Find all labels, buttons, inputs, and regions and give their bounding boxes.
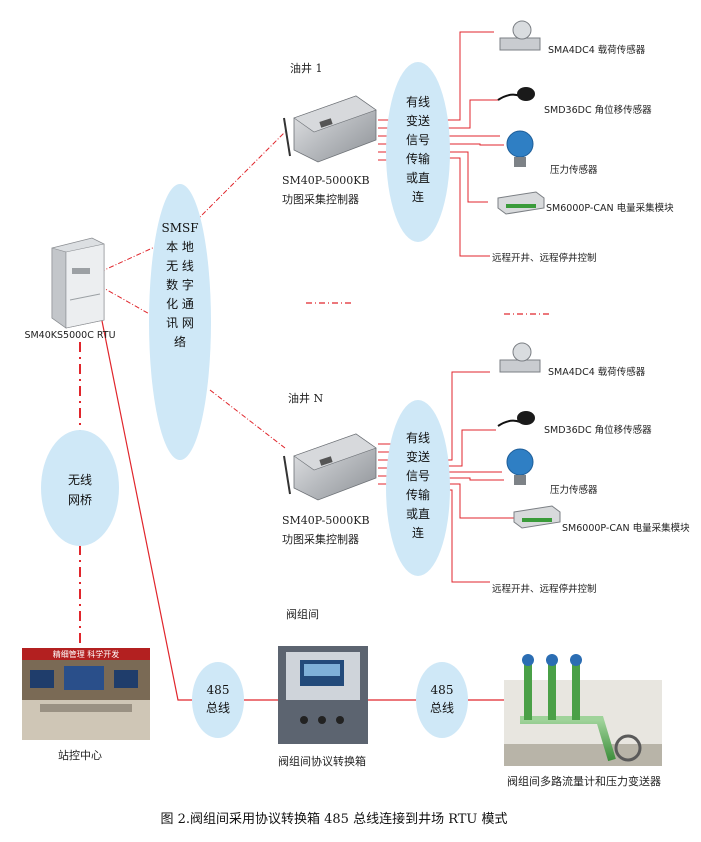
bus-left-text: 485 总线 — [206, 683, 230, 715]
svg-text:连: 连 — [412, 525, 424, 540]
wellN-pressure-sensor-image — [506, 448, 534, 485]
protocol-converter-photo — [278, 646, 368, 744]
svg-text:485: 485 — [431, 683, 454, 697]
wellN-angle-sensor-image — [497, 411, 535, 427]
well1-controller-image — [283, 95, 377, 163]
well1-sensor-angle: SMD36DC 角位移传感器 — [544, 104, 652, 116]
well1-link-text: 有线 变送 信号 传输 或直 连 — [406, 95, 430, 204]
well1-link-bubble — [386, 62, 450, 242]
rtu-bus-line — [96, 295, 192, 701]
svg-text:本 地: 本 地 — [166, 240, 194, 254]
wellN-controller-name: 功图采集控制器 — [282, 532, 359, 546]
wireless-network-text: SMSF 本 地 无 线 数 字 化 通 讯 网 络 — [161, 221, 198, 349]
svg-text:数 字: 数 字 — [166, 277, 194, 292]
wellN-sensor-power: SM6000P-CAN 电量采集模块 — [562, 522, 690, 534]
station-banner: 精细管理 科学开发 — [53, 649, 120, 659]
svg-text:化 通: 化 通 — [166, 297, 194, 311]
meter-label: 阀组间多路流量计和压力变送器 — [507, 774, 661, 788]
wellN-controller-model: SM40P-5000KB — [282, 514, 370, 527]
svg-text:485: 485 — [207, 683, 230, 697]
wellN-title: 油井 N — [288, 391, 323, 405]
wireless-bridge-bubble — [41, 430, 119, 546]
network-well-links — [194, 131, 286, 449]
well1-controller-model: SM40P-5000KB — [282, 174, 370, 187]
svg-text:网桥: 网桥 — [68, 493, 92, 507]
svg-text:变送: 变送 — [406, 113, 430, 128]
wellN-controller-image — [283, 433, 377, 501]
svg-text:有线: 有线 — [406, 95, 430, 109]
wellN-link-text: 有线 变送 信号 传输 或直 连 — [406, 431, 430, 540]
svg-text:变送: 变送 — [406, 449, 430, 464]
svg-text:传输: 传输 — [406, 487, 430, 502]
well1-title: 油井 1 — [290, 61, 323, 75]
wellN-link-bubble — [386, 400, 450, 576]
wellN-sensor-angle: SMD36DC 角位移传感器 — [544, 424, 652, 436]
svg-text:讯 网: 讯 网 — [166, 316, 194, 330]
well1-sensor-power: SM6000P-CAN 电量采集模块 — [546, 202, 674, 214]
svg-text:有线: 有线 — [406, 431, 430, 445]
station-label: 站控中心 — [58, 748, 102, 762]
svg-text:信号: 信号 — [406, 469, 430, 483]
svg-text:或直: 或直 — [406, 171, 430, 185]
rtu-label: SM40KS5000C RTU — [24, 330, 115, 341]
well1-angle-sensor-image — [497, 87, 535, 101]
bus-right-bubble — [416, 662, 468, 738]
svg-text:总线: 总线 — [430, 701, 454, 715]
svg-text:SMSF: SMSF — [161, 221, 198, 235]
wellN-sensor-remote: 远程开井、远程停井控制 — [492, 583, 597, 595]
rtu-cabinet-image — [51, 237, 105, 329]
bus-left-bubble — [192, 662, 244, 738]
wellN-power-module-image — [513, 505, 561, 529]
flow-meter-photo — [504, 640, 662, 766]
wellN-sensor-pressure: 压力传感器 — [550, 484, 598, 496]
wellN-sensor-load: SMA4DC4 载荷传感器 — [548, 366, 646, 378]
wireless-bridge-text: 无线 网桥 — [68, 473, 92, 507]
well1-sensor-remote: 远程开井、远程停井控制 — [492, 252, 597, 264]
station-photo — [22, 648, 150, 740]
well1-sensor-pressure: 压力传感器 — [550, 164, 598, 176]
svg-text:连: 连 — [412, 189, 424, 204]
valve-room-title: 阀组间 — [286, 607, 319, 621]
well1-pressure-sensor-image — [506, 130, 534, 167]
svg-text:总线: 总线 — [206, 701, 230, 715]
well1-power-module-image — [497, 191, 545, 215]
svg-text:或直: 或直 — [406, 507, 430, 521]
well1-controller-name: 功图采集控制器 — [282, 192, 359, 206]
figure-caption: 图 2.阀组间采用协议转换箱 485 总线连接到井场 RTU 模式 — [160, 811, 507, 827]
well-separators — [306, 302, 552, 315]
svg-text:络: 络 — [174, 334, 186, 349]
svg-text:无线: 无线 — [68, 473, 92, 487]
svg-text:信号: 信号 — [406, 133, 430, 147]
wireless-network-bubble — [149, 184, 211, 460]
well1-load-sensor-image — [499, 20, 541, 51]
bus-right-text: 485 总线 — [430, 683, 454, 715]
svg-text:无 线: 无 线 — [166, 259, 194, 273]
svg-text:传输: 传输 — [406, 151, 430, 166]
converter-label: 阀组间协议转换箱 — [278, 754, 366, 768]
well1-sensor-load: SMA4DC4 载荷传感器 — [548, 44, 646, 56]
wellN-load-sensor-image — [499, 342, 541, 373]
